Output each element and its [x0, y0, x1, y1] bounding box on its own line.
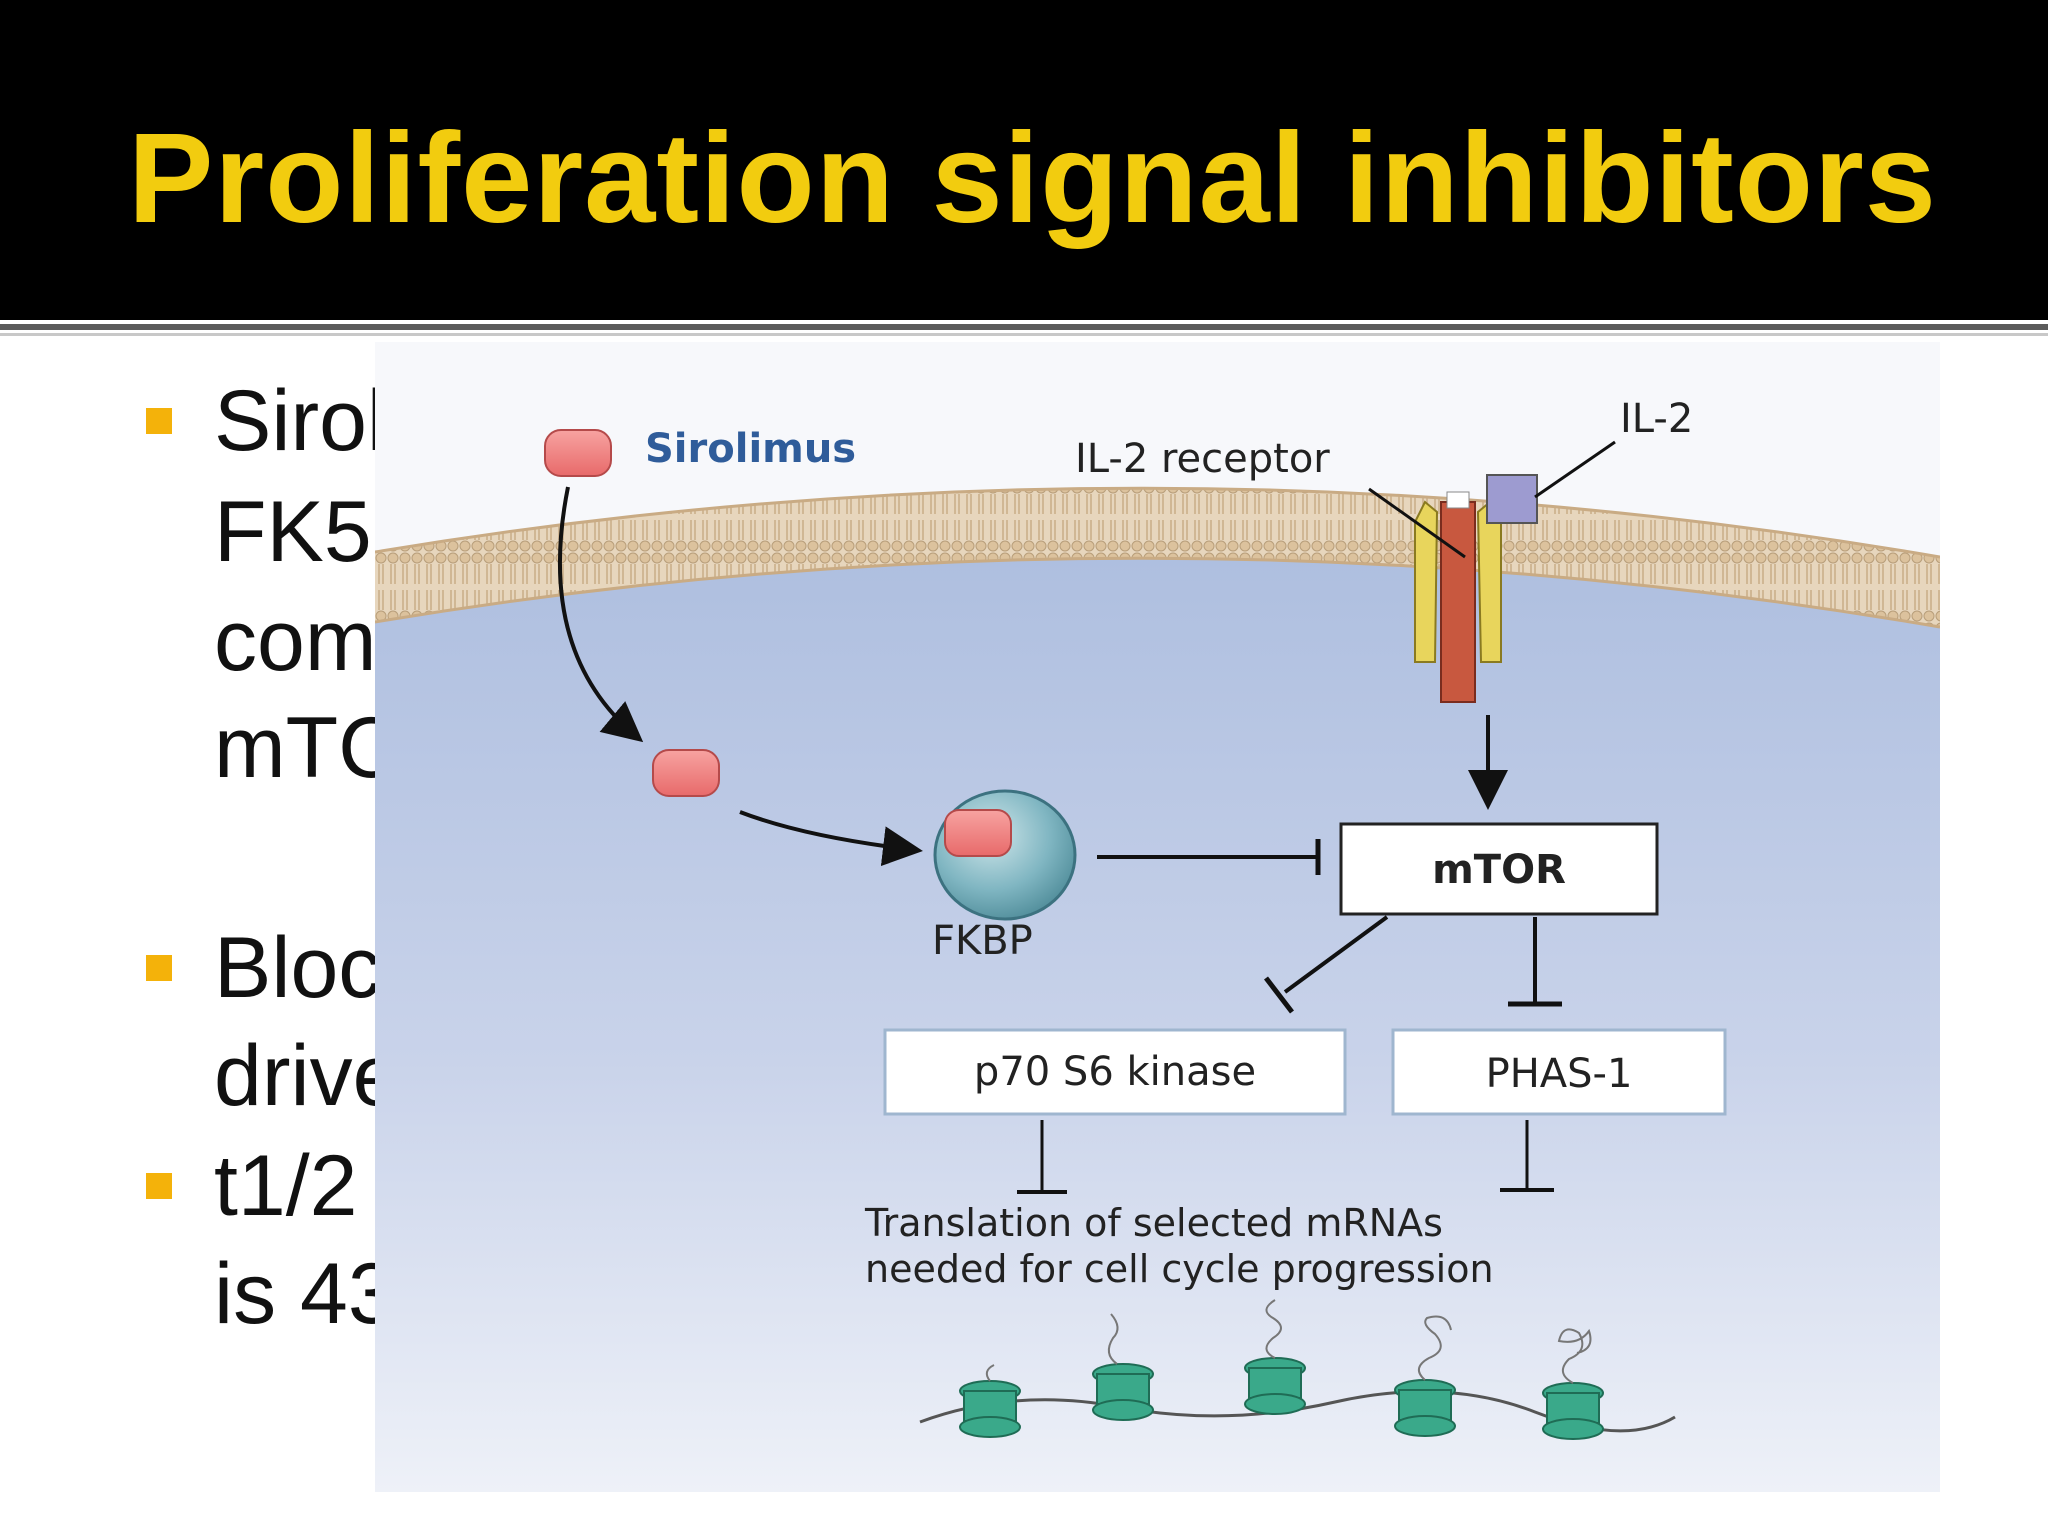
inhibition-bar: [1264, 976, 1294, 1014]
bullet-1-line-2: FK5(: [214, 484, 401, 580]
cytoplasm: [375, 535, 1940, 1492]
outcome-line-1: Translation of selected mRNAs: [864, 1201, 1443, 1245]
mtor-label: mTOR: [1432, 847, 1566, 893]
sirolimus-bound: [944, 809, 1012, 857]
il2-label: IL-2: [1620, 396, 1693, 442]
bullet-1-line-3: com: [214, 593, 377, 689]
bullet-marker: [146, 408, 172, 434]
header-divider: [0, 324, 2048, 330]
mtor-pathway-figure: Sirolimus IL-2 receptor IL-2 FKBP mTOR: [375, 342, 1940, 1492]
bullet-marker: [146, 1173, 172, 1199]
il2-receptor: [1414, 491, 1502, 703]
fkbp-label: FKBP: [932, 918, 1033, 964]
phas1-box: [1391, 1028, 1727, 1116]
bullet-1-line-1: Sirol: [214, 373, 387, 469]
il2-ligand: [1486, 474, 1538, 524]
receptor-leader-line: [1368, 487, 1466, 559]
p70-s6-kinase-label: p70 S6 kinase: [974, 1049, 1256, 1095]
bullet-marker: [146, 955, 172, 981]
phas1-label: PHAS-1: [1486, 1051, 1633, 1097]
bullet-list: Sirol FK5( com mTC Bloc drive t1/2 is 43: [0, 345, 2048, 1536]
header-divider-light: [0, 333, 2048, 336]
pathway-diagram: Sirolimus IL-2 receptor IL-2 FKBP mTOR: [375, 396, 1940, 1492]
mtor-box: [1339, 822, 1659, 916]
bullet-1-line-4: mTC: [214, 700, 401, 796]
entry-arrow: [557, 486, 644, 743]
outcome-line-2: needed for cell cycle progression: [865, 1247, 1494, 1291]
binding-arrow: [739, 810, 923, 867]
slide-header: Proliferation signal inhibitors: [0, 0, 2048, 320]
bullet-3-line-1: t1/2: [214, 1138, 358, 1234]
bullet-2-line-1: Bloc: [214, 920, 382, 1016]
ribosomes: [959, 1299, 1604, 1440]
membrane-inner-edge: [375, 556, 1940, 629]
sirolimus-molecule-outside: [544, 429, 612, 477]
bullet-3-line-2: is 43: [214, 1246, 396, 1342]
mtor-inhibits-p70: [1283, 915, 1389, 994]
il2-receptor-label: IL-2 receptor: [1075, 436, 1330, 482]
sirolimus-molecule-inside: [652, 749, 720, 797]
membrane-outer-edge: [375, 486, 1940, 559]
ligand-leader-line: [1534, 440, 1616, 499]
slide-title: Proliferation signal inhibitors: [128, 107, 1937, 250]
bullet-2-line-2: drive: [214, 1028, 401, 1124]
sirolimus-label: Sirolimus: [645, 426, 856, 472]
p70-s6-kinase-box: [883, 1028, 1347, 1116]
